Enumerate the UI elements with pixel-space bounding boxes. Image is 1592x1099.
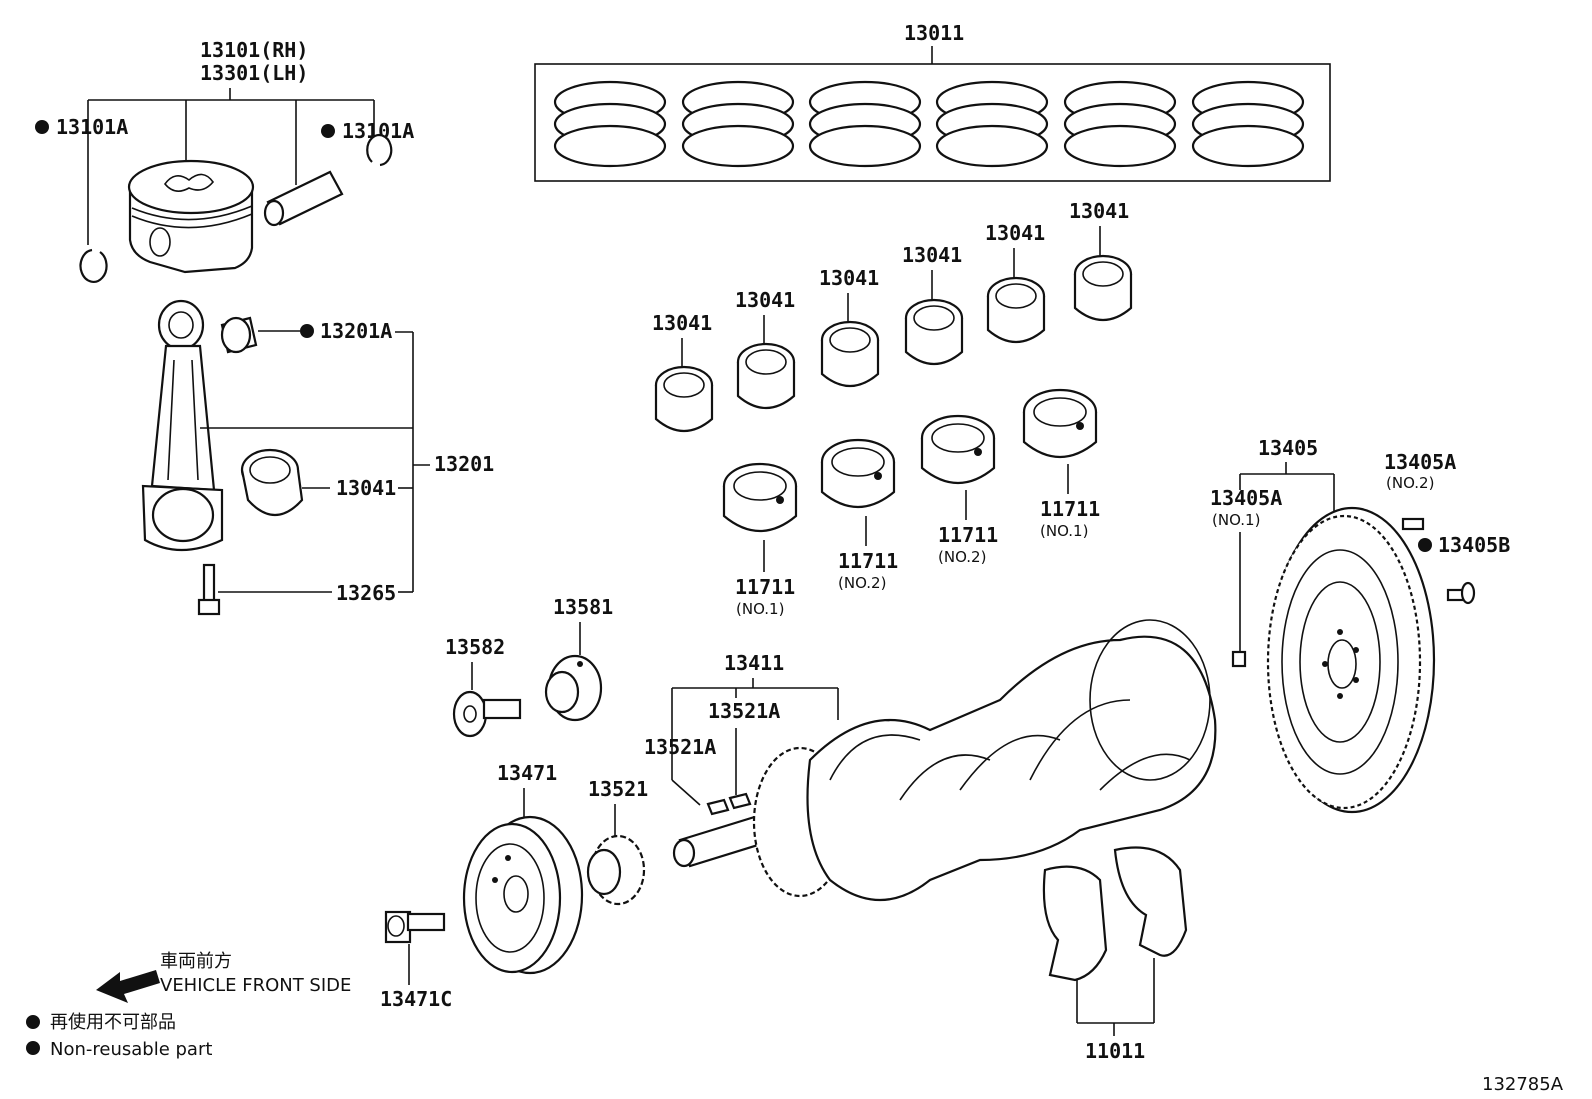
snap-ring-right xyxy=(366,133,393,167)
non-reusable-dot-icon xyxy=(321,124,335,138)
label-pin-no1: 13405A xyxy=(1210,486,1282,510)
figure-id: 132785A xyxy=(1482,1074,1564,1095)
label-pin-no1-sub: (NO.1) xyxy=(1212,511,1260,529)
label-main-bearing-2: 11711 xyxy=(838,549,898,573)
label-flywheel-bolt: 13405B xyxy=(1438,533,1510,557)
non-reusable-dot-icon xyxy=(26,1041,40,1055)
front-en: VEHICLE FRONT SIDE xyxy=(160,975,351,996)
label-pin-no2: 13405A xyxy=(1384,450,1456,474)
label-crank-bearing-6: 13041 xyxy=(1069,199,1129,223)
piston-ring-sets xyxy=(553,80,1305,168)
label-key-a: 13521A xyxy=(708,699,780,723)
label-piston-rh: 13101(RH) xyxy=(200,38,308,62)
flywheel xyxy=(1266,506,1436,814)
label-snap-ring-left: 13101A xyxy=(56,115,128,139)
label-pin-no2-sub: (NO.2) xyxy=(1386,474,1434,492)
connecting-rod xyxy=(141,299,224,552)
label-timing-gear: 13521 xyxy=(588,777,648,801)
flywheel-bolt xyxy=(1446,581,1476,605)
non-reusable-dot-icon xyxy=(1418,538,1432,552)
non-reusable-dot-icon xyxy=(35,120,49,134)
front-jp: 車両前方 xyxy=(160,951,232,972)
timing-gear xyxy=(586,834,646,906)
thrust-washers xyxy=(1042,846,1188,982)
label-sensor-bolt: 13582 xyxy=(445,635,505,659)
non-reusable-dot-icon xyxy=(26,1015,40,1029)
vehicle-front-arrow-icon xyxy=(96,970,160,1003)
label-bushing: 13201A xyxy=(320,319,392,343)
legend-en: Non-reusable part xyxy=(50,1039,212,1060)
legend-jp: 再使用不可部品 xyxy=(50,1012,176,1033)
snap-ring-left xyxy=(79,248,108,283)
piston xyxy=(127,159,255,274)
label-key-b: 13521A xyxy=(644,735,716,759)
non-reusable-dot-icon xyxy=(300,324,314,338)
label-rod-bolt: 13265 xyxy=(336,581,396,605)
label-crank-bearing-3: 13041 xyxy=(819,266,879,290)
label-main-bearing-4-sub: (NO.1) xyxy=(1040,522,1088,540)
label-main-bearing-1-sub: (NO.1) xyxy=(736,600,784,618)
label-crankshaft: 13411 xyxy=(724,651,784,675)
label-flywheel: 13405 xyxy=(1258,436,1318,460)
main-bearings xyxy=(722,388,1098,533)
label-crank-bearing-2: 13041 xyxy=(735,288,795,312)
rod-bolt xyxy=(197,563,221,616)
flywheel-pin-no2 xyxy=(1401,517,1425,531)
crankshaft xyxy=(672,619,1217,901)
label-main-bearing-2-sub: (NO.2) xyxy=(838,574,886,592)
label-main-bearing-3-sub: (NO.2) xyxy=(938,548,986,566)
label-thrust-washer: 11011 xyxy=(1085,1039,1145,1063)
ring-set-box xyxy=(534,63,1331,182)
small-end-bushing xyxy=(220,316,258,354)
rod-bearing xyxy=(240,448,304,516)
crank-pulley xyxy=(462,815,584,975)
piston-pin xyxy=(263,170,344,227)
label-pulley-bolt: 13471C xyxy=(380,987,452,1011)
label-crank-bearing-1: 13041 xyxy=(652,311,712,335)
label-crank-bearing-4: 13041 xyxy=(902,243,962,267)
sensor-bolt xyxy=(452,690,522,738)
label-rod-assy: 13201 xyxy=(434,452,494,476)
label-main-bearing-3: 11711 xyxy=(938,523,998,547)
label-ring-set: 13011 xyxy=(904,21,964,45)
crank-bearings xyxy=(654,254,1133,432)
flywheel-pin-no1 xyxy=(1231,650,1247,668)
label-pulley: 13471 xyxy=(497,761,557,785)
label-rod-bearing: 13041 xyxy=(336,476,396,500)
label-crank-bearing-5: 13041 xyxy=(985,221,1045,245)
label-main-bearing-4: 11711 xyxy=(1040,497,1100,521)
sensor-plate xyxy=(544,654,603,722)
label-sensor-plate: 13581 xyxy=(553,595,613,619)
label-piston-lh: 13301(LH) xyxy=(200,61,308,85)
pulley-bolt xyxy=(384,910,446,944)
label-main-bearing-1: 11711 xyxy=(735,575,795,599)
